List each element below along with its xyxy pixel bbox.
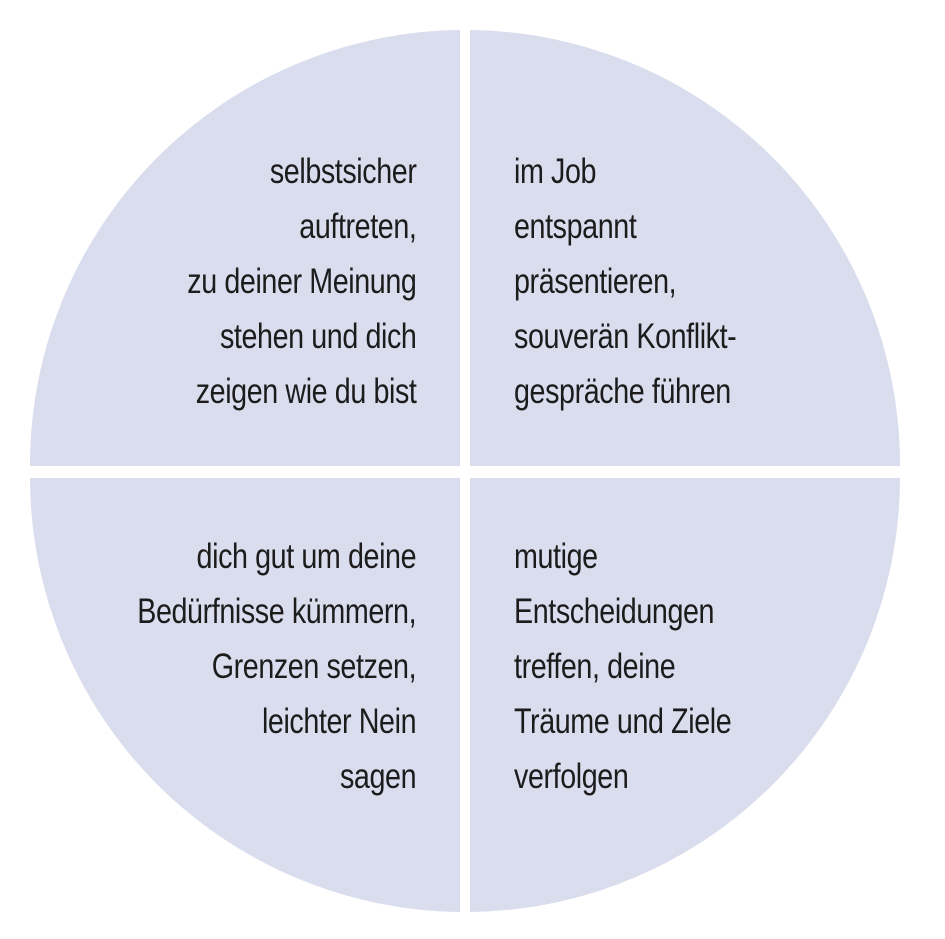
quadrant-bottom-left-shape xyxy=(30,478,460,912)
text-line: auftreten, xyxy=(298,207,417,246)
text-line: gespräche führen xyxy=(514,372,731,411)
text-line: treffen, deine xyxy=(514,647,676,686)
quadrant-top-left-text: selbstsicher auftreten, zu deiner Meinun… xyxy=(186,144,417,419)
quadrant-bottom-left-text: dich gut um deine Bedürfnisse kümmern, G… xyxy=(137,529,416,804)
quadrant-top-right-text: im Job entspannt präsentieren, souverän … xyxy=(514,144,737,419)
quadrant-bottom-right-shape xyxy=(470,478,900,912)
quadrant-top-left-shape xyxy=(29,30,460,466)
text-line: stehen und dich xyxy=(219,317,416,356)
text-line: entspannt xyxy=(514,207,637,246)
text-line: verfolgen xyxy=(514,757,629,796)
text-line: präsentieren, xyxy=(514,262,677,301)
text-line: dich gut um deine xyxy=(196,537,416,576)
text-line: im Job xyxy=(514,152,597,191)
text-line: zeigen wie du bist xyxy=(195,372,416,411)
text-line: Entscheidungen xyxy=(514,592,715,631)
text-line: Grenzen setzen, xyxy=(211,647,417,686)
quadrant-top-right-shape xyxy=(470,30,901,466)
text-line: Bedürfnisse kümmern, xyxy=(137,592,416,631)
text-line: selbstsicher xyxy=(269,152,416,191)
text-line: souverän Konflikt- xyxy=(514,317,737,356)
text-line: sagen xyxy=(339,757,417,796)
text-line: zu deiner Meinung xyxy=(186,262,417,301)
text-line: mutige xyxy=(514,537,598,576)
text-line: leichter Nein xyxy=(261,702,417,741)
text-line: Träume und Ziele xyxy=(514,702,732,741)
quadrant-bottom-right-text: mutige Entscheidungen treffen, deine Trä… xyxy=(514,529,732,804)
